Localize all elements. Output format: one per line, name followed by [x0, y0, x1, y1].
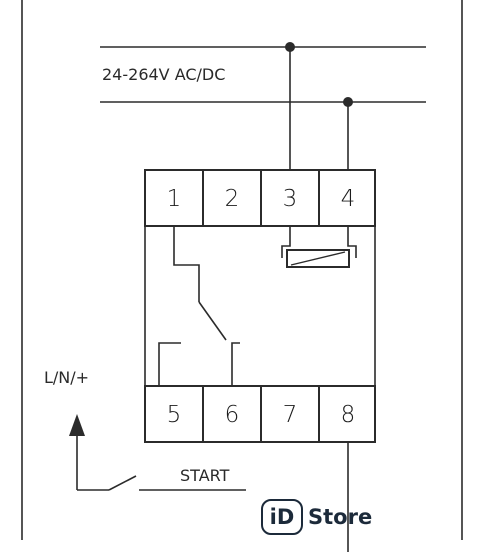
coil-lead-left: [281, 226, 291, 258]
contact-lead-1: [173, 226, 200, 302]
junction-dot: [285, 42, 295, 52]
terminal-label-2: 2: [225, 186, 240, 212]
terminal-label-4: 4: [341, 186, 356, 212]
input-polarity-label: L/N/+: [44, 368, 89, 387]
logo-mark-text: iD: [269, 505, 295, 529]
terminal-label-1: 1: [167, 186, 182, 212]
contact-blade: [198, 301, 227, 341]
logo-text: Store: [308, 505, 373, 529]
terminal-label-7: 7: [283, 402, 298, 428]
store-logo: iD Store: [261, 497, 372, 537]
terminal-label-6: 6: [225, 402, 240, 428]
supply-voltage-label: 24-264V AC/DC: [102, 65, 225, 84]
terminal-label-8: 8: [341, 402, 356, 428]
start-label: START: [180, 466, 230, 485]
coil-lead-right: [347, 226, 357, 258]
coil-diagonal: [290, 251, 346, 266]
junction-dot: [343, 97, 353, 107]
coil-symbol: [286, 249, 350, 268]
terminal-label-3: 3: [283, 186, 298, 212]
logo-mark: iD: [261, 499, 303, 535]
terminal-label-5: 5: [167, 402, 182, 428]
input-arrow-head: [69, 414, 85, 436]
contact-lead-5: [158, 342, 181, 386]
contact-lead-6: [231, 342, 240, 386]
start-switch-blade: [108, 475, 137, 491]
